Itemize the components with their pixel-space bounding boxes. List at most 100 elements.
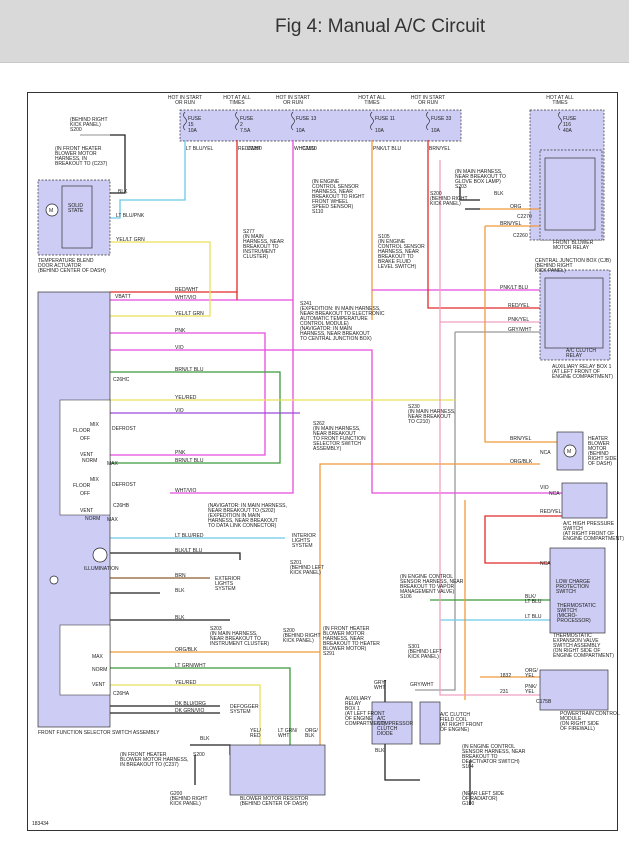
thermo-valve-switch	[549, 547, 606, 634]
ac-clutch-relay	[544, 277, 604, 349]
label-c2270: C2270	[517, 214, 532, 220]
label-floor-2: FLOOR	[73, 483, 91, 489]
fuse-amp-label: 10A	[296, 128, 306, 134]
label-blk-3: BLK	[175, 615, 185, 621]
label-max: MAX	[107, 461, 119, 467]
wire-vio	[110, 349, 562, 494]
fuse-panel	[179, 109, 462, 142]
label-red-yel-2: RED/YEL	[540, 509, 562, 515]
label-norm-2: NORM	[85, 516, 100, 522]
label-num-1832: 1832	[500, 673, 511, 679]
wire-blk-top	[110, 134, 126, 194]
fuse-name-label: FUSE 33	[431, 116, 452, 122]
label-vbatt: VBATT	[115, 294, 131, 300]
mode-switch-panel	[59, 399, 111, 516]
label-c26hc: C26HC	[113, 377, 130, 383]
label-c2280: C2280	[247, 146, 262, 152]
label-brn-lt-blu-2: BRN/LT BLU	[175, 458, 204, 464]
label-pnk-lt-blu: PNK/LT BLU	[373, 146, 402, 152]
wire-yel-lt-grn	[110, 241, 211, 317]
label-nca: NCA	[540, 561, 551, 567]
fuse-name-label: FUSE 11	[375, 116, 395, 122]
label-c2260: C2260	[513, 233, 528, 239]
label-vio-2: VIO	[175, 408, 184, 414]
wire-wht-vio	[110, 140, 294, 301]
label-blk-lt-blu: BLK/LT BLU	[175, 548, 203, 554]
fuse-symbol	[558, 111, 562, 131]
page-title: Fig 4: Manual A/C Circuit	[275, 16, 486, 37]
wire-pnk	[110, 332, 266, 456]
wire-blk-lt-blu-2	[110, 552, 241, 560]
label-norm-3: NORM	[92, 667, 107, 673]
label-org: ORG	[510, 204, 522, 210]
wire-red-yel	[427, 140, 540, 309]
wire-label-vio-right: VIO	[540, 485, 549, 491]
fuse-amp-label: 40A	[563, 128, 573, 134]
wire-gry-wht-2	[415, 332, 456, 691]
blower-m: M	[567, 449, 571, 455]
label-vio: VIO	[175, 345, 184, 351]
label-yel-lt-grn-2: YEL/LT GRN	[175, 311, 204, 317]
wire-blk-r	[459, 187, 480, 210]
label-blk: BLK	[118, 189, 128, 195]
label-mix: MIX	[90, 422, 100, 428]
label-blower-resistor: BLOWER MOTOR RESISTOR(BEHIND CENTER OF D…	[240, 796, 309, 807]
label-red-yel: RED/YEL	[508, 303, 530, 309]
label-mix-2: MIX	[90, 477, 100, 483]
label-lt-blu-pnk: LT BLU/PNK	[116, 213, 145, 219]
label-wht-vio-2: WHT/VIO	[175, 488, 196, 494]
label-dk-blu-org: DK BLU/ORG	[175, 701, 206, 707]
label-brn: BRN	[175, 573, 186, 579]
label-front-function: FRONT FUNCTION SELECTOR SWITCH ASSEMBLY	[38, 730, 160, 736]
label-wht-vio: WHT/VIO	[294, 146, 315, 152]
pcm-box	[539, 669, 609, 711]
label-blk-5: BLK	[200, 736, 210, 742]
wire-org-blk	[319, 463, 540, 745]
fuse-symbol	[291, 111, 295, 131]
motor-icon	[45, 203, 59, 217]
wire-red-yel-2	[484, 515, 562, 564]
label-brn-lt-blu: BRN/LT BLU	[175, 367, 204, 373]
label-num-231: 231	[500, 689, 509, 695]
dimmer-icon	[49, 575, 59, 585]
fuse-amp-label: 7.5A	[240, 128, 251, 134]
clutch-field-coil-box	[419, 701, 441, 745]
label-defrost: DEFROST	[112, 426, 136, 432]
fuse-number-label: 2	[240, 122, 243, 128]
label-vent-2: VENT	[80, 508, 93, 514]
label-org-blk-2: ORG/BLK	[510, 459, 533, 465]
label-blk-2: BLK	[175, 588, 185, 594]
diagram-id: 183434	[32, 821, 49, 827]
wire-lt-blu-yel	[110, 140, 186, 219]
label-pnk-2: PNK	[175, 450, 186, 456]
label-s200-bottom: S200	[193, 752, 205, 758]
label-dk-grn-vio: DK GRN/VIO	[175, 708, 205, 714]
fuse-name-label: FUSE 13	[296, 116, 317, 122]
label-floor: FLOOR	[73, 428, 91, 434]
